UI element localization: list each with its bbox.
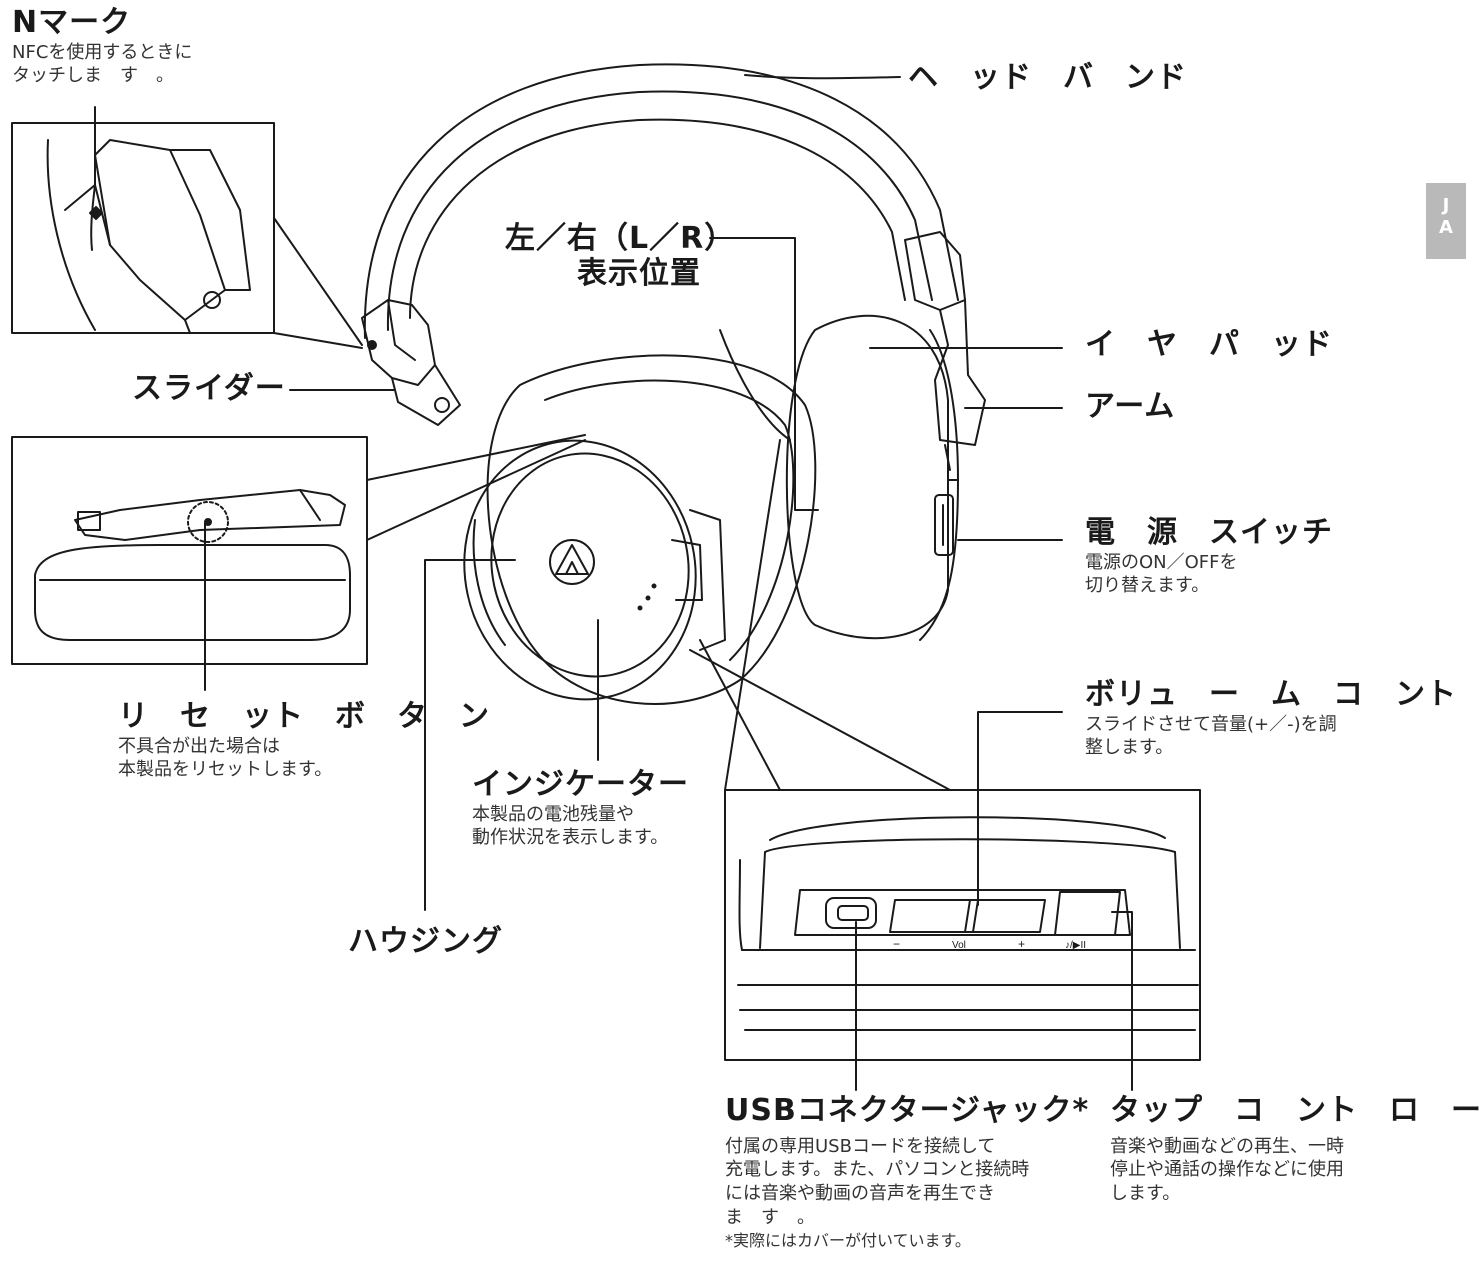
indicator-desc-2: 動作状況を表示します。 [472, 827, 669, 849]
tap-desc-2: 停止や通話の操作などに使用 [1110, 1159, 1344, 1181]
label-housing: ハウジング [348, 924, 503, 959]
earpad-shape [486, 329, 817, 705]
inset-controls [689, 439, 1201, 1061]
label-earpad: イ ヤ パ ッド [1085, 327, 1333, 362]
earcup-right-shape [785, 314, 959, 641]
slider-left-shape [361, 299, 461, 426]
label-reset: リ セ ット ボ タ ン 不具合が出た場合は 本製品をリセットします。 [118, 699, 490, 782]
label-nmark: Nマーク NFCを使用するときに タッチしま す 。 [12, 5, 193, 88]
label-arm: アーム [1085, 389, 1176, 424]
plus-label: + [1018, 937, 1025, 951]
label-headband: ヘ ッド バ ンド [908, 60, 1187, 95]
usb-desc-5: *実際にはカバーが付いています。 [725, 1230, 971, 1250]
language-tab: J A [1426, 183, 1466, 259]
label-tap: タップ コ ント ロ ー ル 音楽や動画などの再生、一時 停止や通話の操作などに… [1110, 1093, 1479, 1206]
tap-title: タップ コ ント ロ ー ル [1110, 1093, 1479, 1128]
nmark-desc-2: タッチしま す 。 [12, 65, 174, 87]
language-tab-j: J [1442, 195, 1450, 216]
usb-title: USBコネクタージャック* [725, 1093, 1090, 1128]
nmark-title: Nマーク [12, 5, 132, 40]
usb-desc-4: ま す 。 [725, 1206, 815, 1228]
reset-desc-1: 不具合が出た場合は [118, 735, 280, 757]
headband-shape [363, 63, 959, 339]
tap-desc-3: します。 [1110, 1183, 1181, 1204]
inset-nmark [11, 122, 363, 349]
housing-shape [463, 439, 726, 701]
minus-label: − [893, 937, 900, 951]
label-usb: USBコネクタージャック* 付属の専用USBコードを接続して 充電します。また、… [725, 1093, 1090, 1251]
language-tab-a: A [1439, 217, 1453, 238]
volume-title: ボリュ ー ム コ ント ロ [1085, 677, 1479, 712]
tap-icon-label: ♪/▶II [1065, 940, 1086, 951]
usb-desc-3: には音楽や動画の音声を再生でき [725, 1183, 995, 1204]
label-indicator: インジケーター 本製品の電池残量や 動作状況を表示します。 [472, 767, 689, 850]
power-desc-2: 切り替えます。 [1085, 575, 1210, 597]
lr-title-1: 左／右（L／R） [505, 221, 736, 256]
nmark-desc-1: NFCを使用するときに [12, 41, 193, 63]
volume-desc-2: 整します。 [1085, 737, 1174, 759]
label-power: 電 源 スイッチ 電源のON／OFFを 切り替えます。 [1085, 515, 1333, 598]
usb-desc-1: 付属の専用USBコードを接続して [725, 1135, 996, 1157]
leader-lines [94, 74, 1133, 1091]
power-title: 電 源 スイッチ [1085, 515, 1333, 550]
volume-desc-1: スライドさせて音量(+／-)を調 [1085, 713, 1337, 735]
label-slider: スライダー [132, 371, 286, 406]
reset-title: リ セ ット ボ タ ン [118, 699, 490, 734]
label-lr: 左／右（L／R） 表示位置 [505, 221, 736, 291]
usb-desc-2: 充電します。また、パソコンと接続時 [725, 1159, 1030, 1181]
reset-desc-2: 本製品をリセットします。 [118, 759, 333, 781]
vol-label: Vol [952, 940, 966, 951]
tap-desc-1: 音楽や動画などの再生、一時 [1110, 1135, 1344, 1157]
indicator-title: インジケーター [472, 767, 689, 802]
label-volume: ボリュ ー ム コ ント ロ スライドさせて音量(+／-)を調 整します。 [1085, 677, 1479, 760]
indicator-desc-1: 本製品の電池残量や [472, 803, 634, 825]
slider-right-shape [904, 231, 986, 471]
lr-title-2: 表示位置 [577, 255, 701, 291]
power-desc-1: 電源のON／OFFを [1085, 551, 1238, 573]
inset-reset [11, 434, 586, 665]
